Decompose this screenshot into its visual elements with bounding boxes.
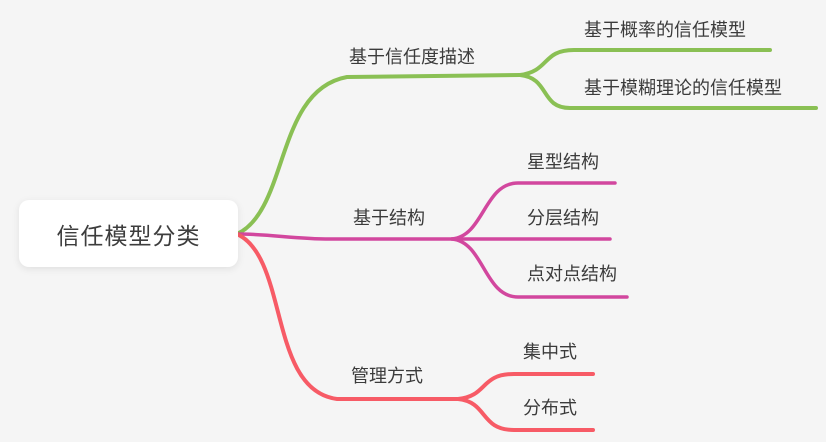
connector-child-distributed: [456, 397, 595, 432]
subtopic-fuzzy-model[interactable]: 基于模糊理论的信任模型: [584, 78, 782, 98]
connector-child-fuzzy-model: [518, 73, 818, 110]
subtopic-layered-structure[interactable]: 分层结构: [527, 208, 599, 228]
root-topic[interactable]: 信任模型分类: [19, 200, 238, 267]
connector-child-probability-model: [518, 48, 772, 77]
branch-topic-structure[interactable]: 基于结构: [353, 208, 425, 228]
branch-topic-management[interactable]: 管理方式: [351, 366, 423, 386]
subtopic-star-structure[interactable]: 星型结构: [527, 152, 599, 172]
subtopic-distributed[interactable]: 分布式: [523, 398, 577, 418]
subtopic-probability-model[interactable]: 基于概率的信任模型: [584, 20, 746, 40]
branch-topic-trust-description[interactable]: 基于信任度描述: [349, 47, 475, 67]
connector-branch-management: [235, 232, 460, 401]
connector-child-centralized: [456, 372, 595, 401]
connector-child-p2p-structure: [450, 237, 629, 299]
subtopic-centralized[interactable]: 集中式: [523, 342, 577, 362]
subtopic-p2p-structure[interactable]: 点对点结构: [527, 264, 617, 284]
connector-child-star-structure: [450, 181, 617, 241]
root-topic-label: 信任模型分类: [56, 222, 201, 249]
connector-branch-trust-description: [235, 73, 522, 236]
connector-branch-structure: [235, 232, 612, 241]
